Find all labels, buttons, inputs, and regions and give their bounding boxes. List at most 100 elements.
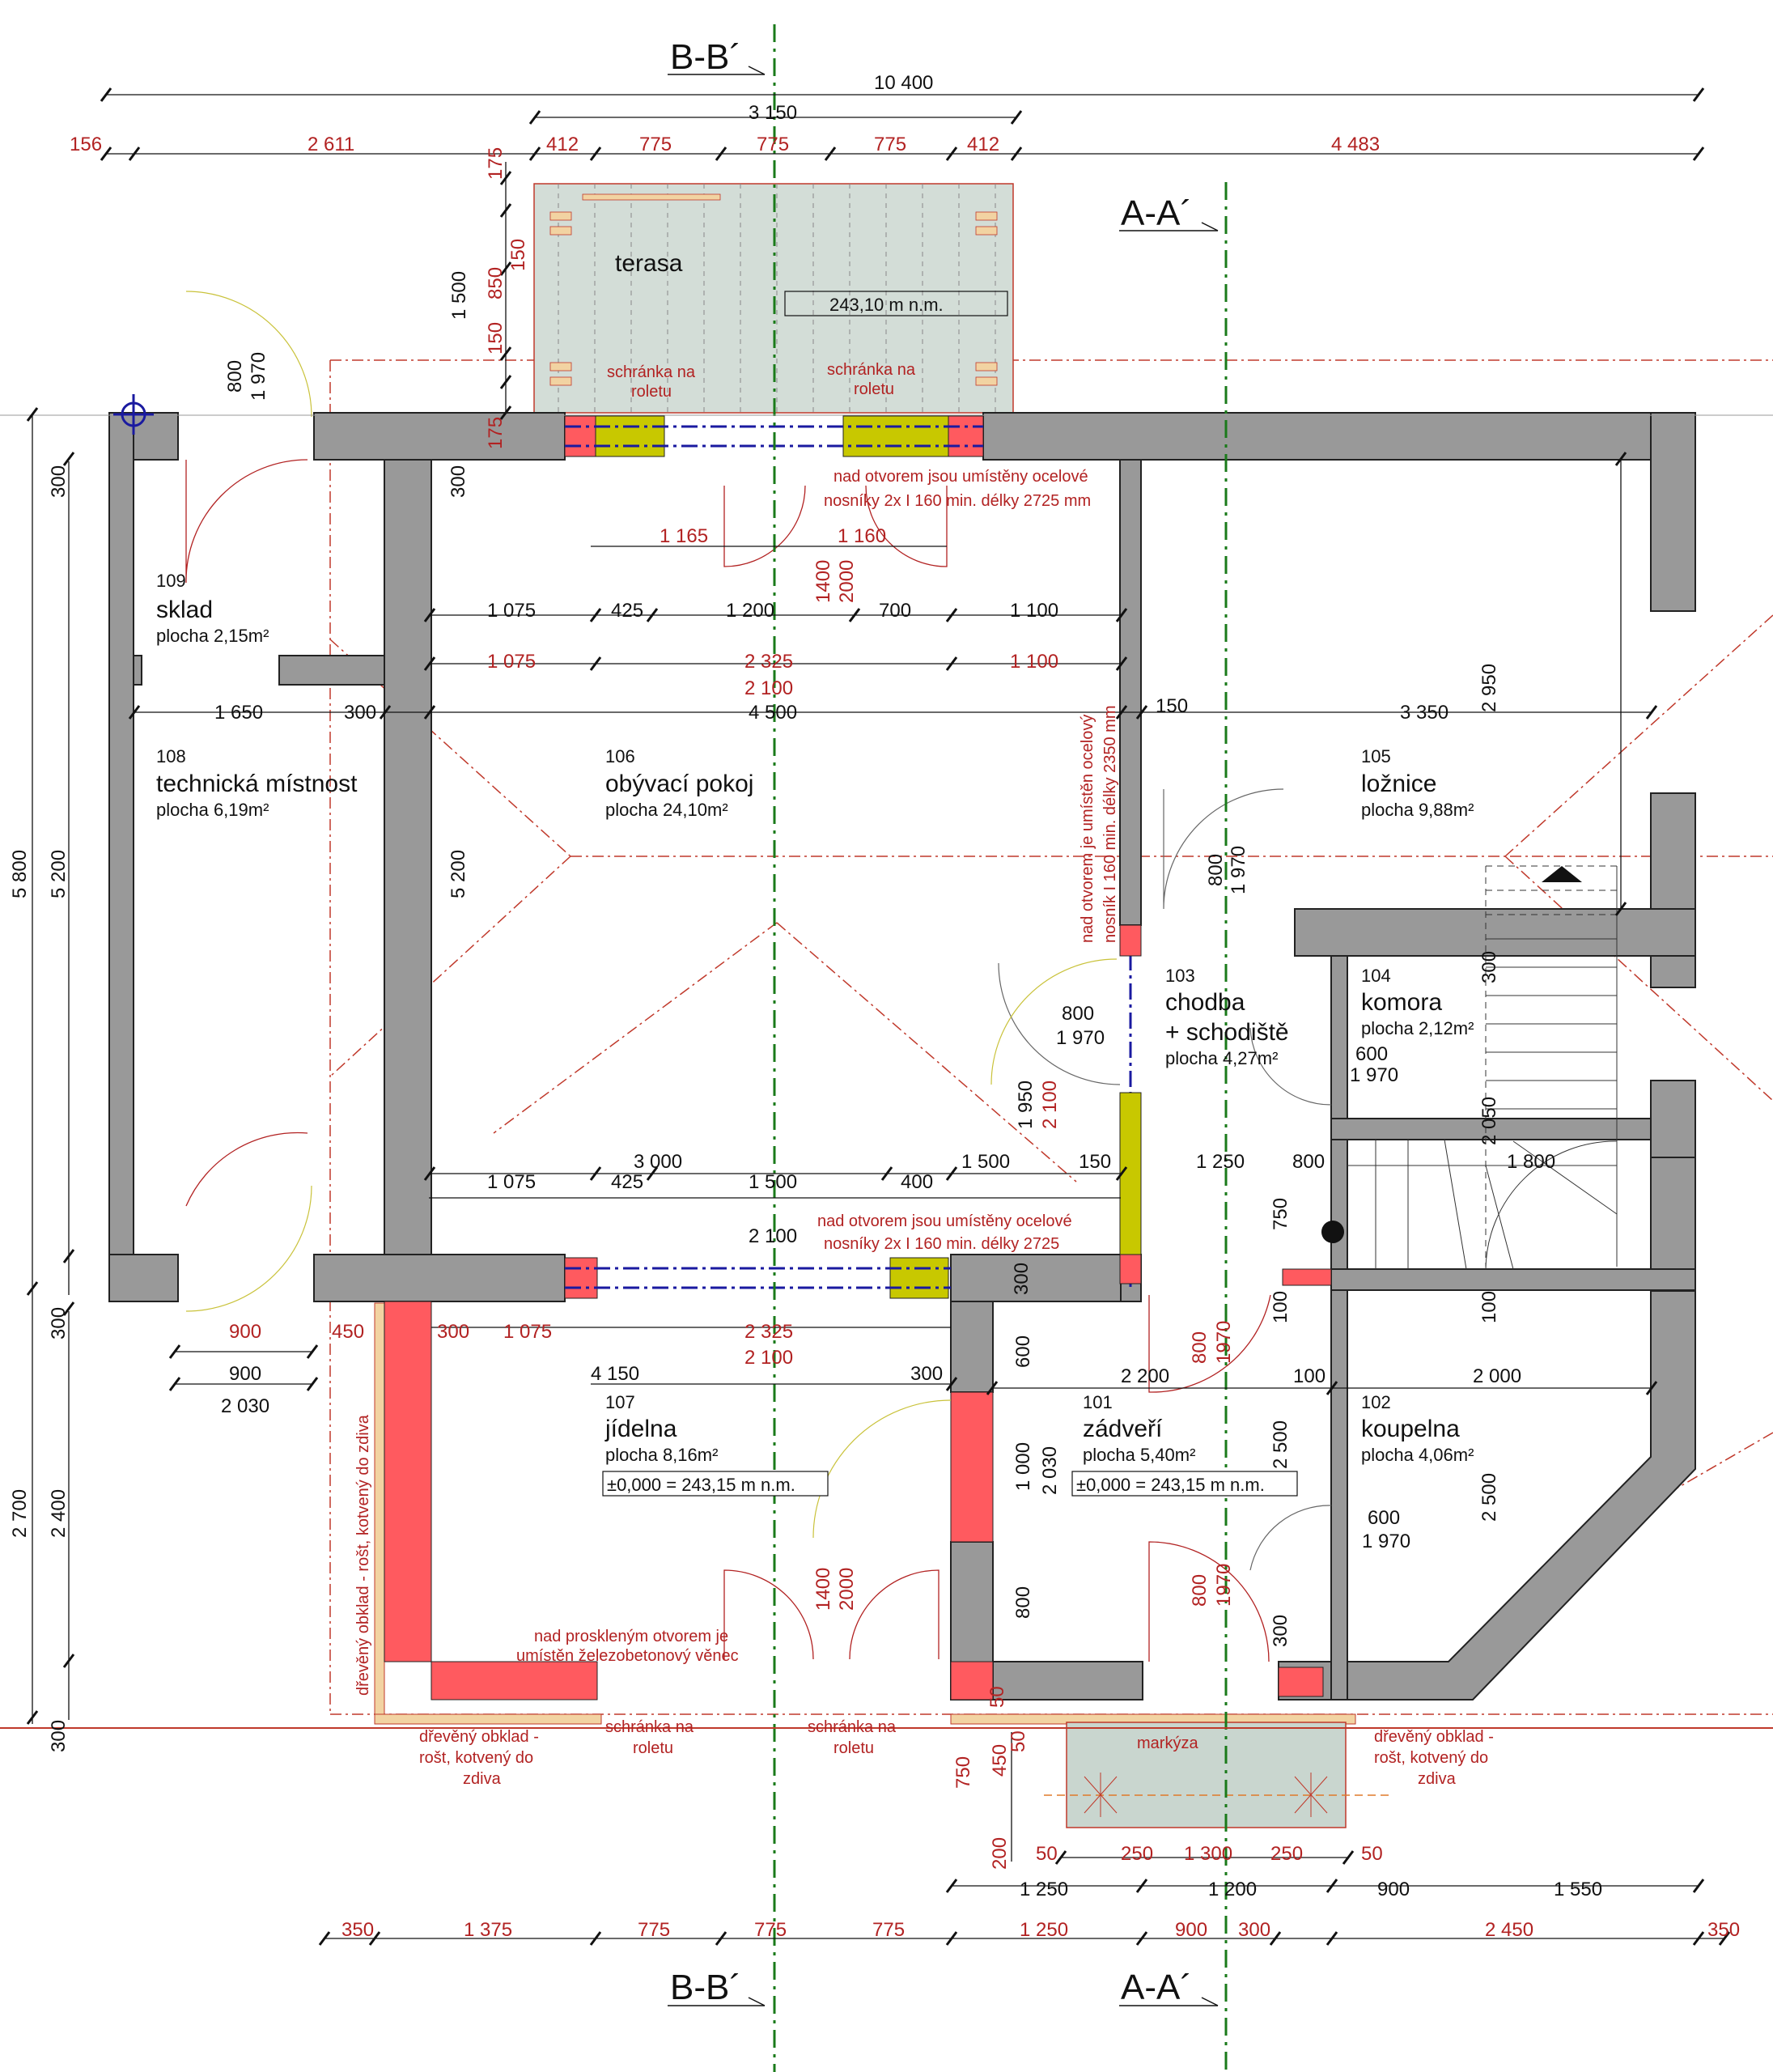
dim-b200: 200 [989, 1837, 1011, 1870]
wall-sklad-div [133, 655, 142, 686]
dim-156: 156 [70, 134, 102, 155]
lintel-mid-yellow-right [889, 1257, 949, 1299]
wreath-left [384, 1301, 432, 1662]
dim-1200a: 1 200 [726, 600, 774, 622]
level-dining: ±0,000 = 243,15 m n.m. [607, 1475, 795, 1495]
door-103-height: 1 970 [1056, 1027, 1105, 1049]
wreath-bottom [431, 1661, 598, 1700]
roleta-box-3b: roletu [633, 1739, 673, 1757]
svg-text:jídelna: jídelna [604, 1416, 677, 1442]
awning-label: markýza [1137, 1734, 1198, 1752]
dim-1650: 1 650 [214, 702, 263, 724]
dim-b450: 450 [989, 1744, 1011, 1777]
lintel-top-red-left [564, 415, 596, 457]
roleta-box-1b: roletu [631, 383, 672, 401]
cladding-strip-left [374, 1302, 385, 1725]
dim-2500a: 2 500 [1270, 1420, 1292, 1469]
roof-hip-4 [493, 922, 778, 1134]
roleta-box-4b: roletu [833, 1739, 874, 1757]
note-cladding-vert: dřevěný obklad - rošt, kotvený do zdiva [354, 1414, 372, 1696]
dim-2611: 2 611 [308, 134, 354, 155]
lintel-vert-yellow [1119, 1092, 1142, 1255]
wall-right-ext-3 [1650, 1080, 1696, 1158]
terrace-level-box [784, 291, 1008, 316]
dim-r50b: 50 [1007, 1730, 1029, 1752]
note-cladding-left-c: zdiva [463, 1770, 502, 1788]
section-lines [773, 24, 1228, 2072]
note-beam-vert-a: nad otvorem je umístěn ocelový [1079, 715, 1096, 943]
note-beams-mid-b: nosníky 2x I 160 min. délky 2725 [824, 1235, 1059, 1253]
wall-komora-bottom [1330, 1118, 1652, 1140]
level-markers: ±0,000 = 243,15 m n.m. ±0,000 = 243,15 m… [602, 1471, 1298, 1497]
wall-living-bedroom [1119, 459, 1142, 926]
wall-bottom-mid [950, 1254, 1122, 1302]
roleta-box-2a: schránka na [827, 361, 916, 379]
terrace-level: 243,10 m n.m. [829, 295, 944, 315]
svg-text:+ schodiště: + schodiště [1165, 1019, 1289, 1046]
lintel-dining-right [950, 1391, 994, 1543]
wall-entry-bath [1330, 1289, 1348, 1700]
dim-b1375: 1 375 [464, 1919, 512, 1941]
wall-tech-living [384, 459, 432, 1302]
wall-bottom-tech [313, 1254, 566, 1302]
dim-600a: 600 [1012, 1335, 1034, 1368]
dim-2200: 2 200 [1121, 1365, 1169, 1387]
lintel-top-red-right [948, 415, 984, 457]
svg-text:ložnice: ložnice [1361, 771, 1436, 797]
door-109-height: 1 970 [248, 352, 269, 401]
dim-100b: 100 [1270, 1291, 1292, 1323]
wall-sklad-div2 [278, 655, 385, 686]
section-aa-bottom: A-A´ [1121, 1968, 1192, 2007]
dim-l300a: 300 [48, 465, 70, 498]
roof-valley-1 [1674, 1432, 1773, 1490]
dim-2000b: 2 000 [1473, 1365, 1521, 1387]
dim-1165: 1 165 [660, 525, 708, 547]
terrace-label: terasa [615, 250, 683, 277]
svg-text:obývací pokoj: obývací pokoj [605, 771, 753, 797]
svg-text:plocha 24,10m²: plocha 24,10m² [605, 800, 728, 820]
door-swing-101 [1148, 1541, 1270, 1662]
dim-1500b: 1 500 [961, 1151, 1010, 1173]
dim-r800d: 800 [1189, 1574, 1211, 1607]
dim-425a: 425 [611, 600, 643, 622]
bottom-dimensions: 750 450 200 50 250 1 300 250 50 1 250 1 … [341, 1744, 1740, 1941]
dim-l300c: 300 [48, 1720, 70, 1752]
wall-right-ext-2 [1650, 792, 1696, 988]
dim-300b: 300 [447, 465, 469, 498]
wall-bottom-entry-1 [992, 1661, 1143, 1700]
level-entry: ±0,000 = 243,15 m n.m. [1076, 1475, 1265, 1495]
dim-b350a: 350 [341, 1919, 374, 1941]
roof-hip-5 [1504, 614, 1773, 857]
svg-text:plocha 5,40m²: plocha 5,40m² [1083, 1445, 1195, 1465]
dim-l5800: 5 800 [9, 850, 31, 898]
svg-text:102: 102 [1361, 1392, 1391, 1412]
wall-left-ext [108, 412, 134, 1302]
note-cladding-right-a: dřevěný obklad - [1374, 1728, 1494, 1746]
dim-l2400: 2 400 [48, 1489, 70, 1538]
dim-r1075a: 1 075 [487, 651, 536, 673]
door-swing-102 [1249, 1505, 1332, 1571]
dim-r1970d: 1970 [1213, 1564, 1235, 1607]
door-swing-107-left [723, 1569, 814, 1660]
note-cladding-right-b: rošt, kotvený do [1374, 1749, 1488, 1767]
svg-text:chodba: chodba [1165, 989, 1245, 1016]
dim-750a: 750 [1270, 1198, 1292, 1230]
dim-775c: 775 [874, 134, 906, 155]
dim-terrace-width: 3 150 [749, 102, 797, 124]
dim-150b: 150 [1079, 1151, 1111, 1173]
section-bb-top: B-B´ [670, 37, 741, 77]
roleta-box-4a: schránka na [808, 1718, 897, 1736]
dim-t175b: 175 [485, 417, 507, 449]
dim-b775c: 775 [872, 1919, 905, 1941]
note-cladding-right-c: zdiva [1418, 1770, 1457, 1788]
dim-4150: 4 150 [591, 1363, 639, 1385]
dim-100a: 100 [1293, 1365, 1326, 1387]
svg-text:plocha 9,88m²: plocha 9,88m² [1361, 800, 1474, 820]
stairs-arrow-icon [1542, 866, 1582, 882]
dim-2000a: 2000 [836, 560, 858, 603]
wall-right-ext-1 [1650, 412, 1696, 612]
door-swing-106-top-left [723, 485, 806, 567]
dim-1160: 1 160 [838, 525, 886, 547]
top-dimensions: 10 400 3 150 156 2 611 412 775 775 775 4… [70, 72, 1380, 449]
